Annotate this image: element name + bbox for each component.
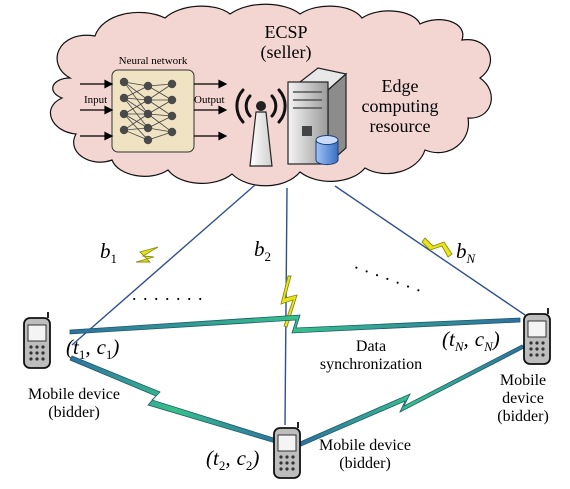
device-label-line: device <box>502 389 544 407</box>
bid-subscript: 2 <box>264 249 272 265</box>
pair-c: c <box>96 335 106 359</box>
device-label-line: (bidder) <box>497 407 549 425</box>
pair-t: t <box>213 446 219 470</box>
bid-subscript: 1 <box>110 251 118 267</box>
device-1-label: Mobile device (bidder) <box>4 386 144 422</box>
mobile-phone-icon <box>23 312 51 369</box>
device-label-line: Mobile device <box>28 386 120 403</box>
pair-c-sub: N <box>484 339 493 355</box>
bid-label-b1: b1 <box>100 239 118 267</box>
bid-base: b <box>100 239 111 263</box>
resource-label: Edge computing resource <box>350 76 450 136</box>
pair-c: c <box>236 446 246 470</box>
bid-label-bN: bN <box>456 239 476 267</box>
mobile-phone-icon <box>523 308 551 365</box>
pair-t: t <box>449 327 455 351</box>
ellipsis-right: . . . . . . . <box>353 253 427 296</box>
resource-line-3: resource <box>369 116 431 137</box>
device-2-label: Mobile device (bidder) <box>300 437 430 473</box>
ecsp-role: (seller) <box>260 42 312 63</box>
device-N-pair: (tN,cN) <box>442 327 500 355</box>
device-2-pair: (t2,c2) <box>206 446 260 474</box>
device-1-pair: (t1,c1) <box>66 335 120 363</box>
pair-t-sub: 2 <box>218 458 226 474</box>
bid-base: b <box>254 237 265 261</box>
resource-line-2: computing <box>361 96 439 117</box>
device-label-line: (bidder) <box>339 454 391 472</box>
device-label-line: Mobile <box>499 372 547 389</box>
output-arrows <box>194 79 228 141</box>
pair-c-sub: 2 <box>245 458 253 474</box>
pair-c-sub: 1 <box>105 347 113 363</box>
nn-label: Neural network <box>118 55 188 67</box>
ecsp-title: ECSP (seller) <box>242 22 330 62</box>
pair-t-sub: N <box>454 339 464 355</box>
data-sync-line-2: synchronization <box>319 355 423 373</box>
link-lines <box>71 184 526 426</box>
device-N-label: Mobile device (bidder) <box>478 372 568 426</box>
ellipsis-left: . . . . . . . <box>132 284 204 304</box>
input-arrows <box>80 79 114 141</box>
antenna-tower-icon <box>235 88 287 167</box>
ecsp-name: ECSP <box>264 22 308 42</box>
device-label-line: (bidder) <box>48 403 100 421</box>
output-label: Output <box>194 94 225 106</box>
device-label-line: Mobile device <box>319 437 411 454</box>
pair-t: t <box>73 335 79 359</box>
mobile-phone-icon <box>273 422 301 479</box>
input-label: Input <box>84 94 108 106</box>
bid-base: b <box>456 239 467 263</box>
pair-t-sub: 1 <box>78 347 86 363</box>
data-sync-line-1: Data <box>355 338 387 355</box>
bid-label-b2: b2 <box>254 237 272 265</box>
pair-c: c <box>474 327 485 351</box>
wireless-bolts <box>135 237 453 328</box>
data-sync-label: Data synchronization <box>306 338 436 374</box>
database-icon <box>315 135 339 165</box>
bid-subscript: N <box>466 251 476 267</box>
resource-line-1: Edge <box>381 76 419 96</box>
neural-network-icon <box>111 69 195 153</box>
